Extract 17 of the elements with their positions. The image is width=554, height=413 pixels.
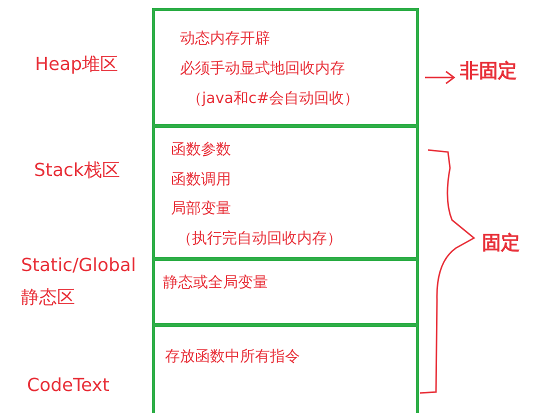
segment-name: Heap堆区 xyxy=(35,54,118,76)
segment-description: 函数调用 xyxy=(171,170,231,188)
segment-description: （执行完自动回收内存） xyxy=(177,229,342,247)
brace-label: 固定 xyxy=(482,231,520,256)
segment-description: 静态或全局变量 xyxy=(163,273,268,291)
segment-name: 静态区 xyxy=(21,287,75,309)
segment-name: Stack栈区 xyxy=(34,160,120,182)
segment-name: CodeText xyxy=(27,375,110,397)
segment-description: （java和c#会自动回收） xyxy=(187,89,360,107)
segment-description: 函数参数 xyxy=(171,140,231,158)
segment-description: 局部变量 xyxy=(171,199,231,217)
segment-description: 动态内存开辟 xyxy=(180,29,270,47)
category-label: 非固定 xyxy=(460,58,517,84)
segment-description: 必须手动显式地回收内存 xyxy=(180,59,345,77)
segment-name: Static/Global xyxy=(21,255,136,277)
arrow xyxy=(425,70,455,84)
segment-description: 存放函数中所有指令 xyxy=(165,347,300,365)
